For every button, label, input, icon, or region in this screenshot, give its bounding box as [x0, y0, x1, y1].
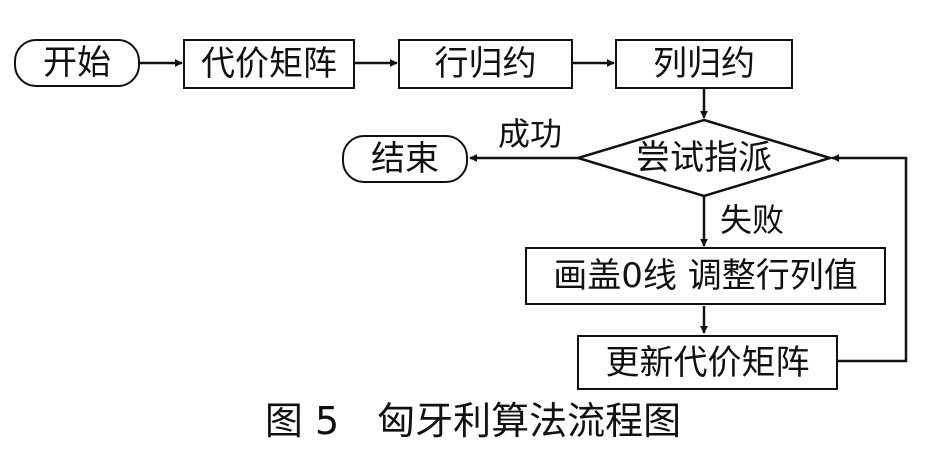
figure-caption: 图 5 匈牙利算法流程图 [264, 399, 682, 443]
column-reduction-box: 列归约 [615, 39, 793, 89]
start-terminal: 开始 [14, 39, 140, 87]
arrow-loop-back-to-try-assignment [831, 154, 908, 363]
success-edge-label: 成功 [498, 115, 563, 153]
end-terminal: 结束 [342, 135, 468, 183]
draw-lines-adjust-box: 画盖0线 调整行列值 [525, 247, 886, 305]
cost-matrix-box: 代价矩阵 [183, 39, 355, 89]
try-assignment-label: 尝试指派 [636, 138, 772, 178]
failure-edge-label: 失败 [720, 201, 785, 239]
row-reduction-box: 行归约 [398, 39, 573, 89]
update-matrix-box: 更新代价矩阵 [577, 335, 838, 390]
